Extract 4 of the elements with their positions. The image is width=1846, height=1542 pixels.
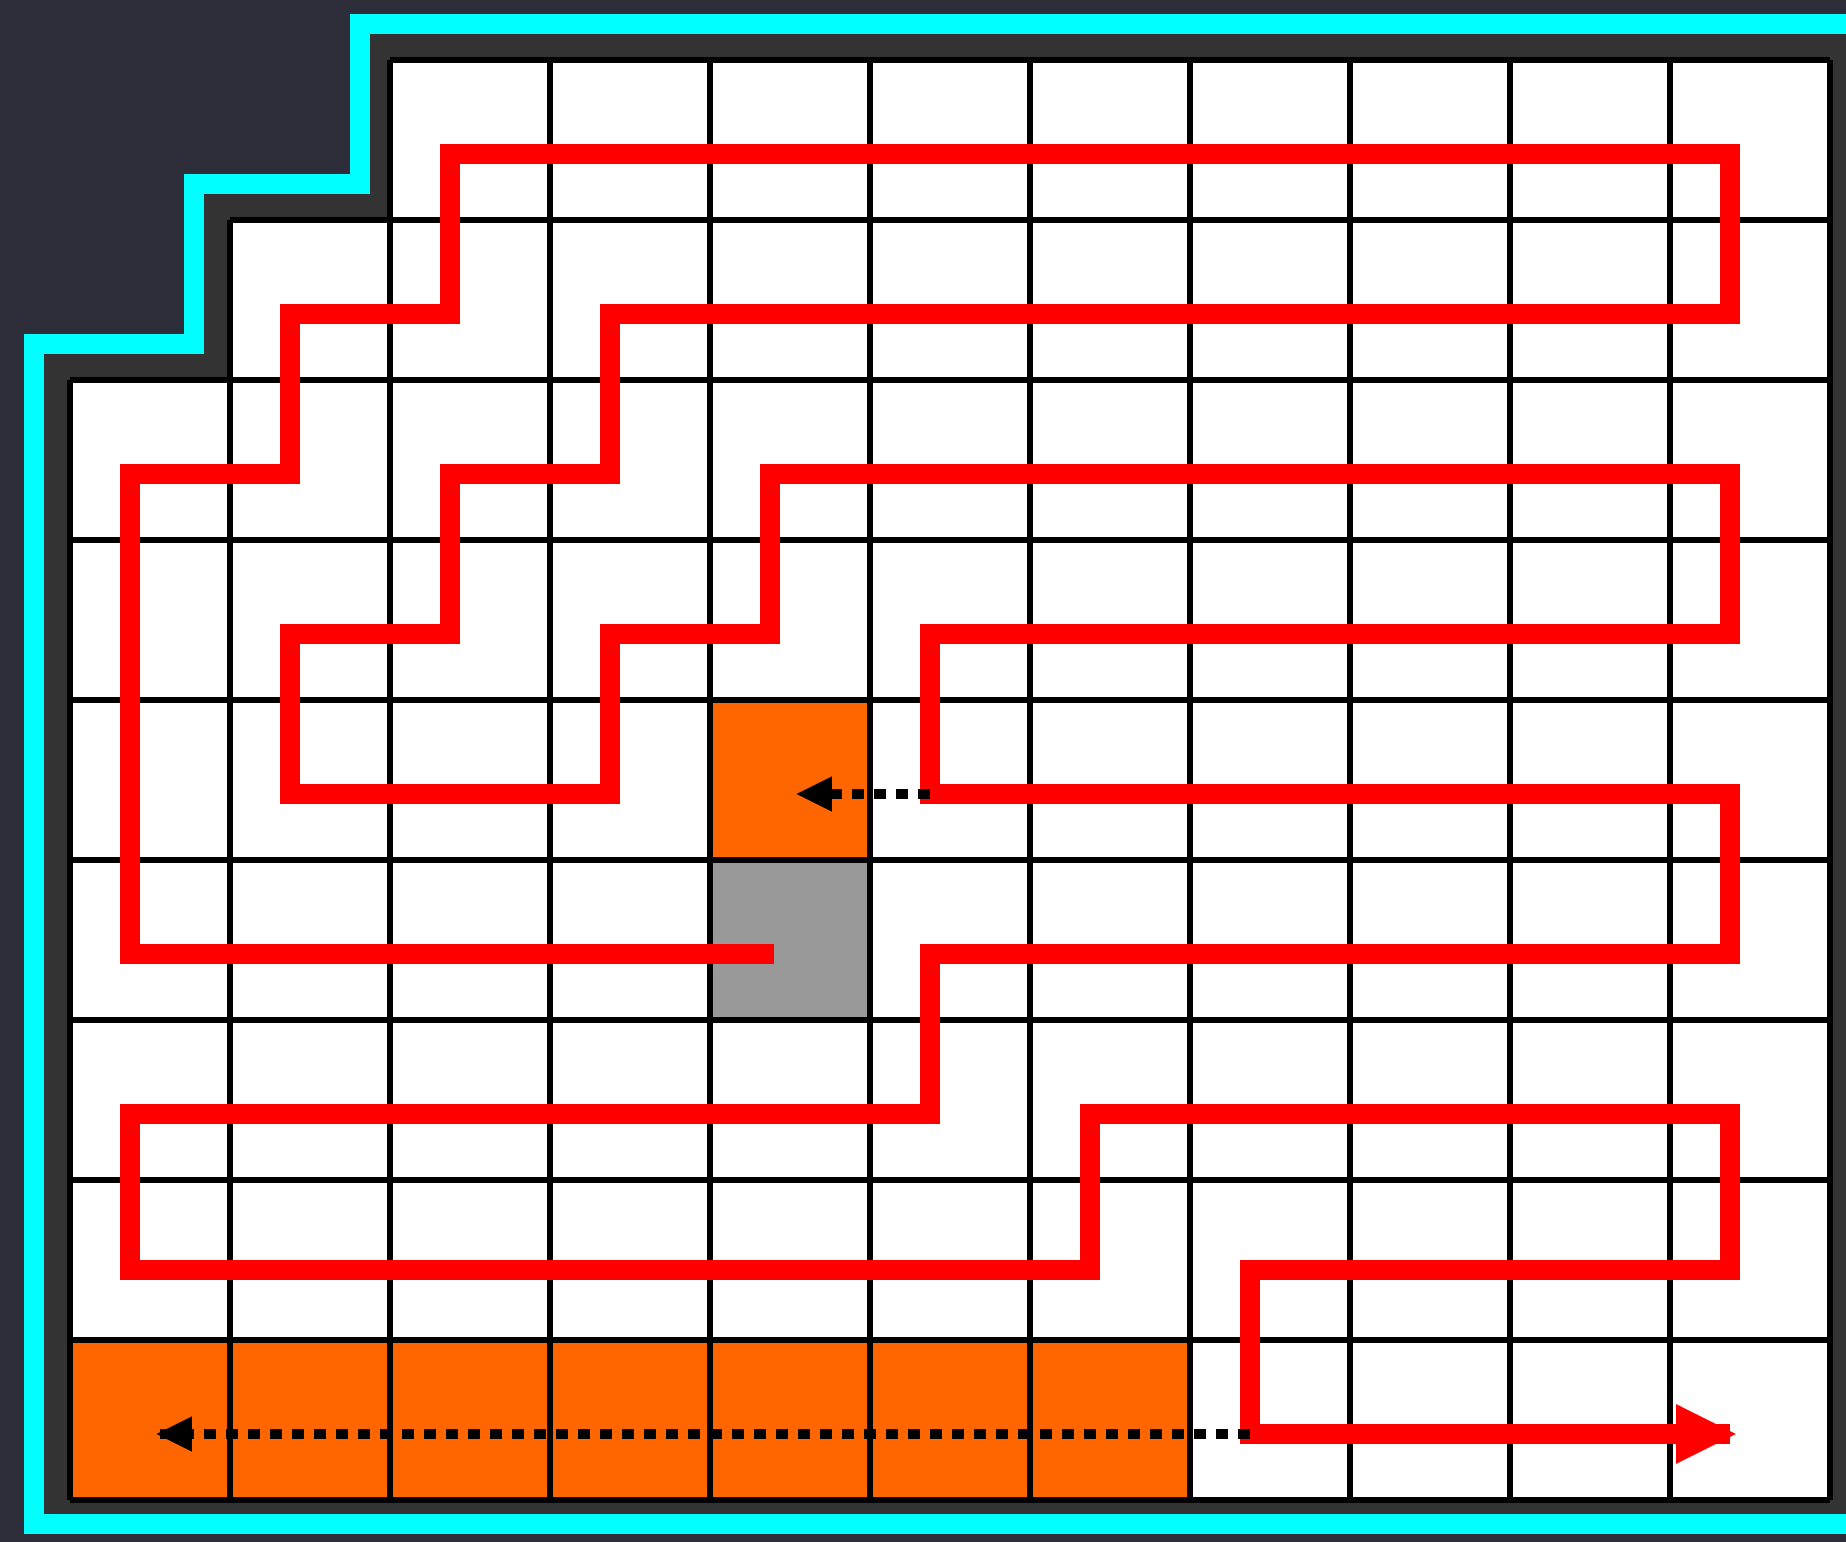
path-arrow [120,144,1740,1464]
highlighted-cell [70,1340,230,1500]
dotted-arrow [156,1416,1250,1452]
dotted-arrow [796,776,930,812]
